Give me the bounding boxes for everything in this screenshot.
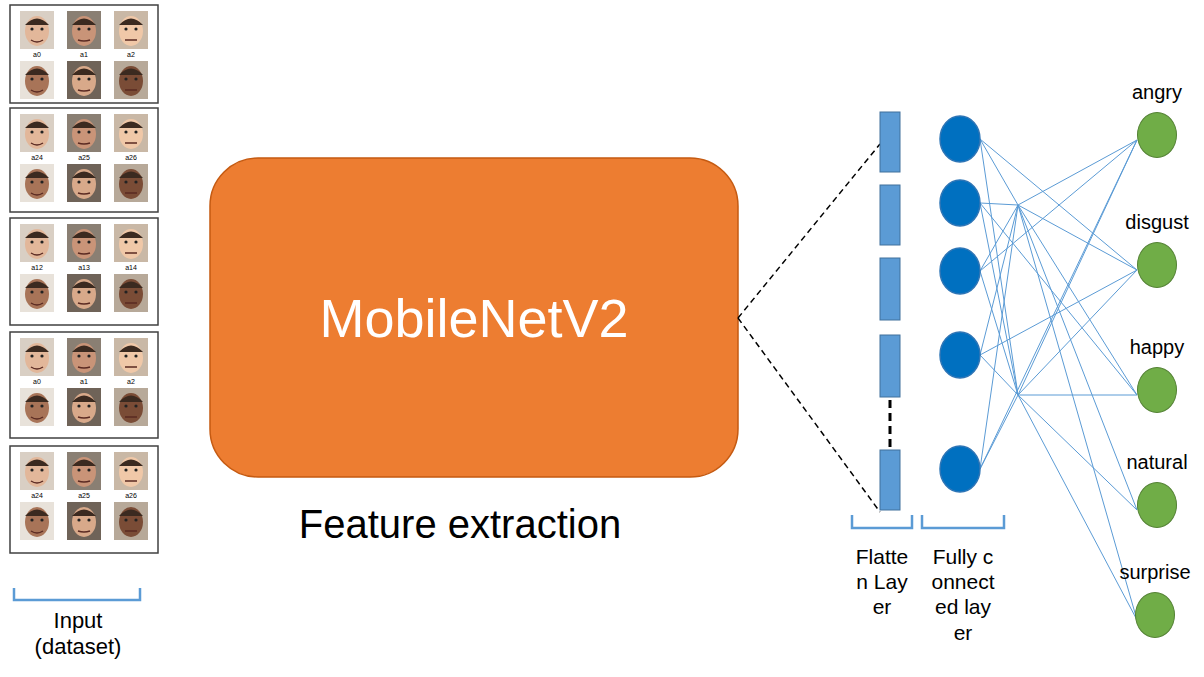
input-caption: Input (dataset) (18, 608, 138, 661)
image-id: a2 (127, 378, 135, 386)
image-id: a25 (78, 154, 90, 162)
class-label: happy (1130, 335, 1185, 359)
continuation-dash (889, 400, 892, 447)
flatten-bars (880, 112, 900, 510)
image-id: a1 (80, 378, 88, 386)
class-label: disgust (1125, 210, 1188, 234)
input-bracket (14, 588, 140, 600)
output-neuron (1137, 482, 1177, 528)
output-neuron (1137, 367, 1177, 413)
image-id: a2 (127, 51, 135, 59)
face-panels (10, 5, 158, 553)
image-id: a26 (125, 154, 137, 162)
layer-caption: Flatten Layer (853, 544, 911, 620)
image-id: a25 (78, 492, 90, 500)
class-label: angry (1132, 80, 1182, 104)
mobilenet-block (210, 158, 738, 477)
model-block: MobileNetV2 (210, 158, 738, 477)
flatten-bracket (852, 515, 912, 528)
image-id: a24 (31, 492, 43, 500)
output-class: angry (1132, 80, 1182, 158)
model-name: MobileNetV2 (319, 287, 628, 349)
image-id: a14 (125, 264, 137, 272)
fc-neurons (940, 116, 980, 492)
fc-bracket (922, 515, 1004, 528)
output-class: natural (1126, 450, 1187, 528)
projection-line (738, 318, 880, 512)
projection-line (738, 144, 880, 318)
stage-caption: Feature extraction (299, 500, 621, 548)
image-id: a24 (31, 154, 43, 162)
image-id: a0 (33, 378, 41, 386)
output-class: happy (1130, 335, 1185, 413)
output-class: surprise (1119, 560, 1190, 638)
dense-connections (980, 139, 1137, 620)
output-class: disgust (1125, 210, 1188, 288)
image-id: a12 (31, 264, 43, 272)
image-id: a1 (80, 51, 88, 59)
layer-caption: Fully connected layer (930, 544, 996, 645)
output-neuron (1135, 592, 1175, 638)
output-neuron (1137, 112, 1177, 158)
class-label: natural (1126, 450, 1187, 474)
class-label: surprise (1119, 560, 1190, 584)
output-neuron (1137, 242, 1177, 288)
image-id: a0 (33, 51, 41, 59)
image-id: a13 (78, 264, 90, 272)
image-id: a26 (125, 492, 137, 500)
